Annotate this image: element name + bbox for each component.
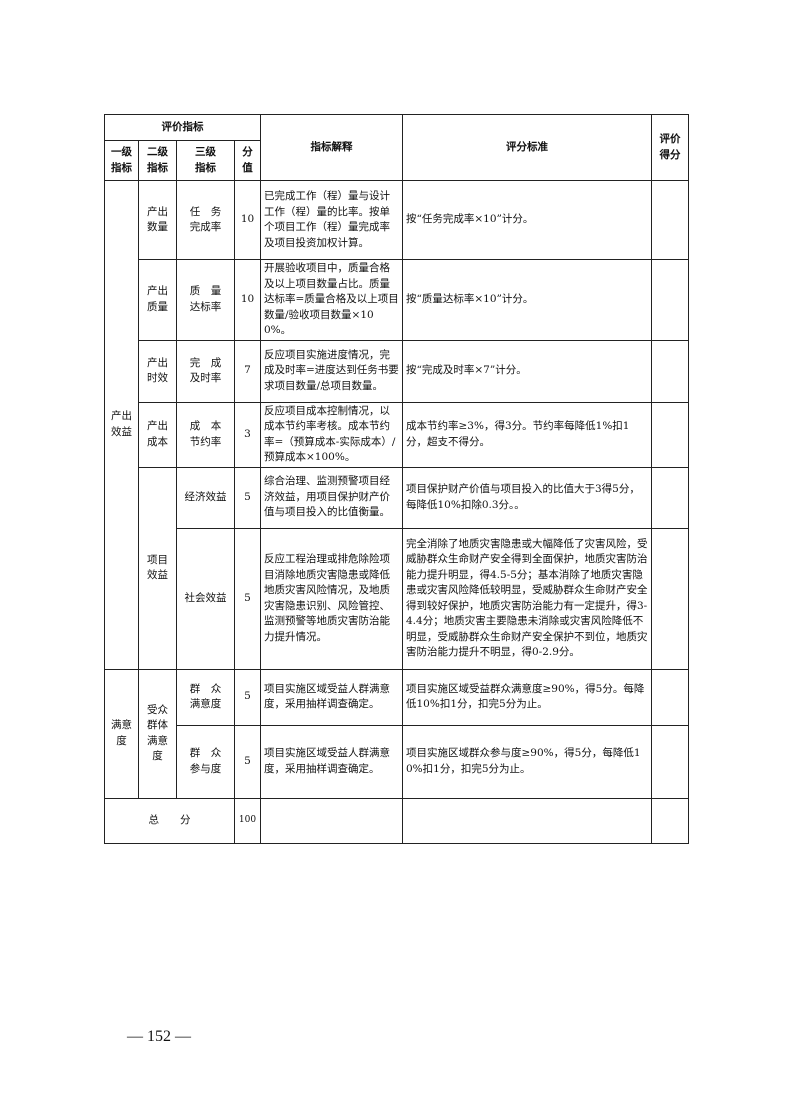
- explanation-cell: 反应工程治理或排危除险项目消除地质灾害隐患或降低地质灾害风险情况，及地质灾害隐患…: [260, 527, 403, 670]
- score-cell: 7: [234, 339, 261, 403]
- score-cell: 10: [234, 259, 261, 341]
- criteria-cell: 项目保护财产价值与项目投入的比值大于3得5分，每降低10%扣除0.3分。。: [402, 466, 652, 529]
- header-score: 分 值: [234, 140, 261, 181]
- total-row: 总 分 100: [104, 797, 689, 844]
- score-cell: 10: [234, 180, 261, 260]
- table-row: 群 众 参与度 5 项目实施区域受益人群满意度，采用抽样调查确定。 项目实施区域…: [105, 724, 689, 799]
- criteria-cell: 项目实施区域群众参与度≥90%，得5分，每降低10%扣1分，扣完5分为止。: [402, 724, 652, 799]
- header-criteria: 评分标准: [402, 114, 652, 181]
- eval-score-cell: [651, 466, 689, 529]
- level2-cell: 产出 数量: [138, 180, 177, 260]
- table-row: 满意 度 受众 群体 满意 度 群 众 满意度 5 项目实施区域受益人群满意度，…: [104, 668, 689, 799]
- table-row: 产出 时效 完 成 及时率 7 反应项目实施进度情况，完成及时率=进度达到任务书…: [105, 339, 689, 403]
- score-cell: 3: [234, 401, 261, 468]
- eval-score-cell: [651, 259, 689, 341]
- total-score: 100: [234, 797, 261, 844]
- eval-score-cell: [651, 339, 689, 403]
- header-row-1: 评价指标 指标解释 评分标准 评价 得分: [104, 114, 689, 181]
- header-eval-score: 评价 得分: [651, 114, 689, 181]
- eval-score-cell: [651, 180, 689, 260]
- level3-cell: 完 成 及时率: [176, 339, 235, 403]
- level3-cell: 经济效益: [176, 466, 235, 529]
- eval-score-cell: [651, 797, 689, 844]
- score-cell: 5: [234, 466, 261, 529]
- table-row: 项目 效益 经济效益 5 综合治理、监测预警项目经济效益，用项目保护财产价值与项…: [105, 466, 689, 670]
- level3-cell: 成 本 节约率: [176, 401, 235, 468]
- score-cell: 5: [234, 724, 261, 799]
- header-explanation: 指标解释: [260, 114, 403, 181]
- level3-cell: 质 量 达标率: [176, 259, 235, 341]
- explanation-cell: 开展验收项目中，质量合格及以上项目数量占比。质量达标率=质量合格及以上项目数量/…: [260, 259, 403, 341]
- eval-score-cell: [651, 724, 689, 799]
- explanation-cell: 已完成工作（程）量与设计工作（程）量的比率。按单个项目工作（程）量完成率及项目投…: [260, 180, 403, 260]
- criteria-cell: 完全消除了地质灾害隐患或大幅降低了灾害风险，受威胁群众生命财产安全得到全面保护，…: [402, 527, 652, 670]
- criteria-cell: 项目实施区域受益群众满意度≥90%，得5分。每降低10%扣1分，扣完5分为止。: [402, 668, 652, 726]
- table-row: 产出 成本 成 本 节约率 3 反应项目成本控制情况，以成本节约率考核。成本节约…: [105, 401, 689, 468]
- level3-cell: 任 务 完成率: [176, 180, 235, 260]
- criteria-cell: [402, 797, 652, 844]
- explanation-cell: 反应项目成本控制情况，以成本节约率考核。成本节约率=（预算成本-实际成本）/预算…: [260, 401, 403, 468]
- page-number: — 152 —: [127, 1028, 191, 1045]
- score-cell: 5: [234, 527, 261, 670]
- header-level2: 二级 指标: [138, 140, 177, 181]
- level1-cell: 满意 度: [104, 668, 139, 799]
- table-row: 社会效益 5 反应工程治理或排危除险项目消除地质灾害隐患或降低地质灾害风险情况，…: [105, 527, 689, 670]
- explanation-cell: [260, 797, 403, 844]
- criteria-cell: 按“任务完成率×10”计分。: [402, 180, 652, 260]
- level3-cell: 社会效益: [176, 527, 235, 670]
- level2-cell: 项目 效益: [138, 466, 177, 670]
- criteria-cell: 成本节约率≥3%，得3分。节约率每降低1%扣1分，超支不得分。: [402, 401, 652, 468]
- explanation-cell: 项目实施区域受益人群满意度，采用抽样调查确定。: [260, 724, 403, 799]
- level2-cell: 受众 群体 满意 度: [138, 668, 177, 799]
- level2-cell: 产出 成本: [138, 401, 177, 468]
- level3-cell: 群 众 满意度: [176, 668, 235, 726]
- eval-score-cell: [651, 527, 689, 670]
- level1-cell: 产出 效益: [104, 180, 139, 670]
- table-row: 产出 质量 质 量 达标率 10 开展验收项目中，质量合格及以上项目数量占比。质…: [105, 259, 689, 341]
- level2-cell: 产出 时效: [138, 339, 177, 403]
- explanation-cell: 项目实施区域受益人群满意度，采用抽样调查确定。: [260, 668, 403, 726]
- evaluation-table: 评价指标 指标解释 评分标准 评价 得分 一级 指标 二级 指标 三级 指标 分…: [104, 114, 689, 844]
- criteria-cell: 按“完成及时率×7”计分。: [402, 339, 652, 403]
- score-cell: 5: [234, 668, 261, 726]
- eval-score-cell: [651, 668, 689, 726]
- eval-score-cell: [651, 401, 689, 468]
- header-level1: 一级 指标: [104, 140, 139, 181]
- explanation-cell: 综合治理、监测预警项目经济效益，用项目保护财产价值与项目投入的比值衡量。: [260, 466, 403, 529]
- header-eval-index: 评价指标: [104, 114, 261, 141]
- criteria-cell: 按“质量达标率×10”计分。: [402, 259, 652, 341]
- level2-cell: 产出 质量: [138, 259, 177, 341]
- table-row: 产出 效益 产出 数量 任 务 完成率 10 已完成工作（程）量与设计工作（程）…: [104, 180, 689, 670]
- header-row-2: 一级 指标 二级 指标 三级 指标 分 值: [104, 140, 689, 181]
- explanation-cell: 反应项目实施进度情况，完成及时率=进度达到任务书要求项目数量/总项目数量。: [260, 339, 403, 403]
- header-level3: 三级 指标: [176, 140, 235, 181]
- level3-cell: 群 众 参与度: [176, 724, 235, 799]
- total-label: 总 分: [104, 797, 235, 844]
